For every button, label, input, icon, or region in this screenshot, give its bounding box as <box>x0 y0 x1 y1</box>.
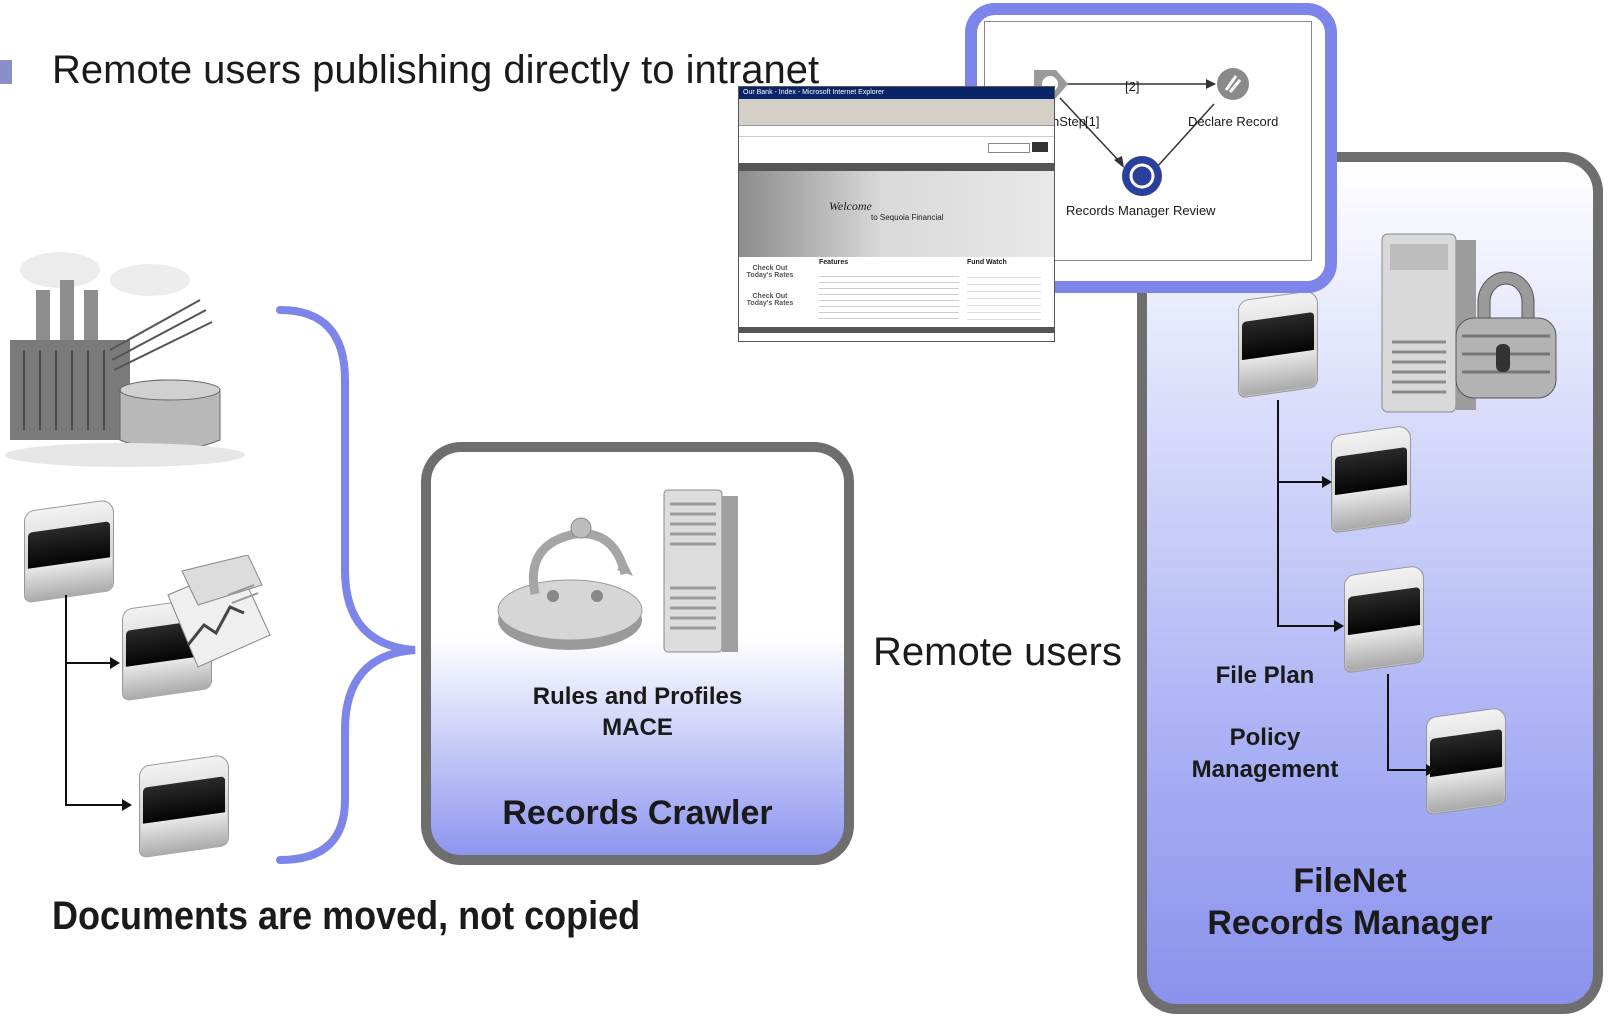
rules-label: Rules and Profiles <box>532 683 743 710</box>
browser-toolbar <box>739 99 1054 126</box>
rules-engine-icon <box>495 510 655 660</box>
records-crawler-panel <box>421 442 854 865</box>
mace-label: MACE <box>602 714 673 741</box>
records-manager-title-line2: Records Manager <box>1207 904 1493 942</box>
heading: Remote users publishing directly to intr… <box>52 48 820 92</box>
folder-icon <box>20 498 120 604</box>
features-title: Features <box>819 259 849 266</box>
checkout-link-1[interactable]: Check Out Today's Rates <box>746 265 794 279</box>
review-label: Records Manager Review <box>1066 203 1216 218</box>
folder-with-chart-icon <box>118 555 278 705</box>
caption: Documents are moved, not copied <box>52 894 641 938</box>
address-bar[interactable] <box>739 126 1054 137</box>
bullet-marker <box>0 60 12 84</box>
records-manager-title-line1: FileNet <box>1293 862 1407 900</box>
server-icon <box>662 488 742 656</box>
folder-icon <box>135 753 235 859</box>
welcome-sub: to Sequoia Financial <box>871 213 944 222</box>
secure-server-icon <box>1378 232 1558 422</box>
policy-label-line2: Management <box>1191 756 1339 783</box>
edge-label-top: [2] <box>1125 79 1140 94</box>
browser-title: Our Bank - Index - Microsoft Internet Ex… <box>739 87 1054 99</box>
grouping-brace <box>276 306 416 864</box>
site-nav <box>739 163 1054 171</box>
step-label: hStep <box>1052 114 1086 129</box>
policy-label-line1: Policy <box>1229 724 1301 751</box>
site-header <box>739 137 1054 163</box>
hero-banner: Welcome to Sequoia Financial <box>739 171 1054 257</box>
folder-icon <box>1232 289 1322 399</box>
remote-users-label: Remote users <box>873 630 1122 674</box>
workflow-graph <box>1034 68 1249 196</box>
browser-window: Our Bank - Index - Microsoft Internet Ex… <box>738 86 1055 342</box>
site-search-input[interactable] <box>988 143 1030 153</box>
site-content: Check Out Today's Rates Check Out Today'… <box>739 257 1054 327</box>
declare-record-label: Declare Record <box>1188 114 1279 129</box>
records-crawler-title: Records Crawler <box>502 794 773 832</box>
site-search-button[interactable] <box>1032 142 1048 152</box>
folder-tree-connectors <box>65 595 132 811</box>
factory-icon <box>0 240 250 470</box>
welcome-text: Welcome <box>829 199 872 213</box>
site-footer <box>739 327 1054 333</box>
features-list <box>819 271 959 321</box>
fund-watch-table <box>967 271 1041 321</box>
file-plan-label: File Plan <box>1215 662 1315 689</box>
file-plan-connectors <box>1277 400 1436 776</box>
checkout-link-2[interactable]: Check Out Today's Rates <box>746 293 794 307</box>
fund-watch-title: Fund Watch <box>967 259 1007 266</box>
edge-label-left: [1] <box>1085 114 1100 129</box>
